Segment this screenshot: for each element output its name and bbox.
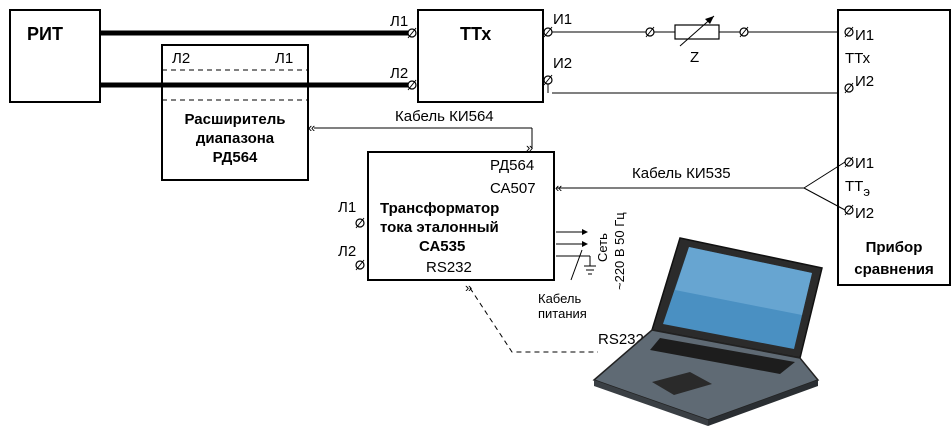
rs232-cable [469, 287, 598, 353]
svg-text:»: » [465, 280, 472, 295]
extender-l1-label: Л1 [275, 50, 293, 67]
power-cable-label-2: питания [538, 306, 587, 321]
comparator-tte-label: ТТэ [845, 178, 870, 199]
ref-port-rs232: RS232 [426, 259, 472, 276]
ref-title-1: Трансформатор [380, 200, 499, 217]
cable-ki535-label: Кабель КИ535 [632, 165, 731, 182]
range-extender-block [161, 44, 309, 181]
svg-text:«: « [308, 120, 315, 135]
ref-l2-label: Л2 [338, 243, 356, 260]
rit-label: РИТ [27, 24, 63, 44]
svg-text:»: » [526, 140, 533, 155]
rs232-cable-label: RS232 [598, 331, 644, 348]
ref-l1-label: Л1 [338, 199, 356, 216]
comparator-title-2: сравнения [854, 261, 934, 278]
comparator-tte-i1-label: И1 [855, 155, 874, 172]
ref-port-rd564: РД564 [490, 157, 534, 174]
svg-text:«: « [555, 180, 562, 195]
extender-title-2: диапазона [196, 130, 275, 147]
impedance-z [674, 24, 720, 40]
mains-label-1: Сеть [595, 233, 610, 262]
comparator-ttx-label: ТТх [845, 50, 871, 67]
ttx-block [417, 9, 544, 103]
rit-block [9, 9, 101, 103]
comparator-ttx-i2-label: И2 [855, 73, 874, 90]
ttx-l2-label: Л2 [390, 65, 408, 82]
extender-l2-label: Л2 [172, 50, 190, 67]
comparator-ttx-i1-label: И1 [855, 27, 874, 44]
ttx-i2-label: И2 [553, 55, 572, 72]
extender-title-1: Расширитель [184, 111, 285, 128]
comparator-tte-i2-label: И2 [855, 205, 874, 222]
comparator-block [837, 9, 951, 286]
impedance-label: Z [690, 49, 699, 66]
laptop-icon [592, 237, 823, 426]
extender-title-3: РД564 [213, 149, 258, 166]
ref-title-2: тока эталонный [380, 219, 499, 236]
comparator-title-1: Прибор [866, 239, 923, 256]
ref-title-3: СА535 [419, 238, 465, 255]
power-cable-label-1: Кабель [538, 291, 581, 306]
ttx-l1-label: Л1 [390, 13, 408, 30]
ref-transformer-block [367, 151, 555, 281]
ttx-i1-label: И1 [553, 11, 572, 28]
cable-ki564-label: Кабель КИ564 [395, 108, 494, 125]
mains-label-2: ~220 В 50 Гц [612, 212, 627, 290]
ref-port-ca507: СА507 [490, 180, 536, 197]
ttx-label: ТТх [460, 24, 491, 44]
